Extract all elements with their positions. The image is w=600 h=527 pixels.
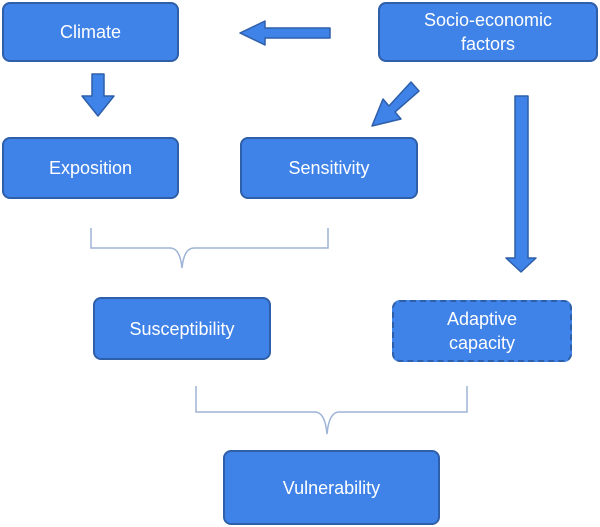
- node-sensitivity: Sensitivity: [240, 137, 418, 199]
- arrow-climate-to-exposition: [81, 73, 115, 117]
- arrow-socio-to-sensitivity: [371, 81, 420, 127]
- node-climate: Climate: [2, 2, 179, 62]
- bracket-exposition-sensitivity: [90, 228, 329, 269]
- node-exposition: Exposition: [2, 137, 179, 199]
- node-socio-economic-factors: Socio-economic factors: [378, 2, 598, 62]
- node-vulnerability: Vulnerability: [223, 450, 440, 525]
- arrow-socio-to-adaptive: [505, 95, 537, 273]
- node-adaptive-capacity: Adaptive capacity: [392, 300, 572, 362]
- node-susceptibility: Susceptibility: [93, 297, 271, 360]
- bracket-susceptibility-adaptive: [195, 386, 468, 435]
- arrow-socio-to-climate: [239, 20, 331, 46]
